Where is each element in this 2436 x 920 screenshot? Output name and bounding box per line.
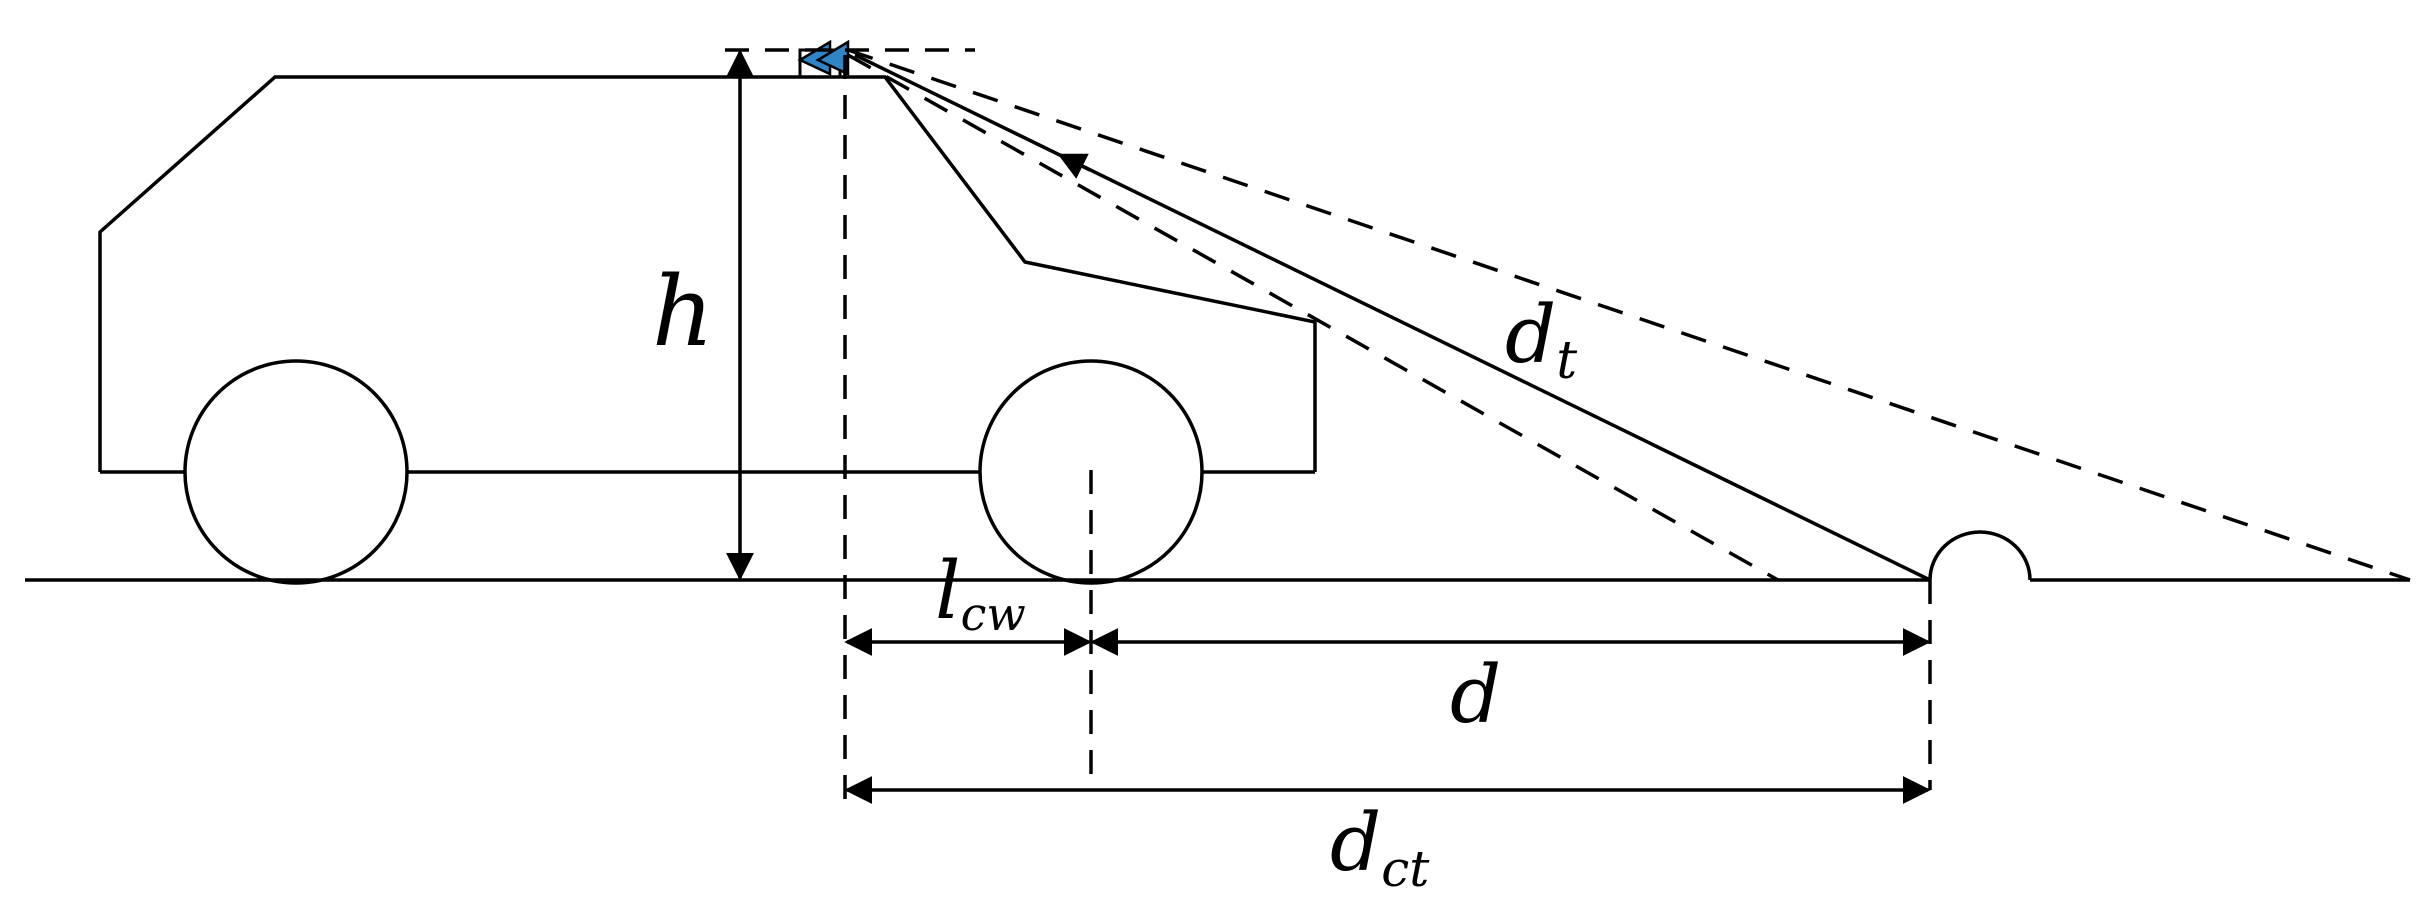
- road-bump: [1928, 530, 2032, 581]
- dt-distance-line: [854, 53, 1931, 582]
- label-d: d: [1450, 648, 1501, 741]
- label-dt: dt: [1505, 288, 1577, 391]
- front-wheel: [978, 359, 1204, 585]
- label-h: h: [652, 256, 714, 368]
- dt-arrow-head: [1057, 153, 1091, 179]
- beam-lower-dashed: [847, 53, 1779, 582]
- beam-upper-dashed: [847, 48, 2411, 582]
- sensor-icon: [797, 39, 850, 76]
- car-body: [98, 75, 1317, 472]
- rear-wheel: [183, 359, 409, 585]
- label-dct: dct: [1330, 796, 1430, 898]
- label-lcw: lcw: [935, 544, 1026, 641]
